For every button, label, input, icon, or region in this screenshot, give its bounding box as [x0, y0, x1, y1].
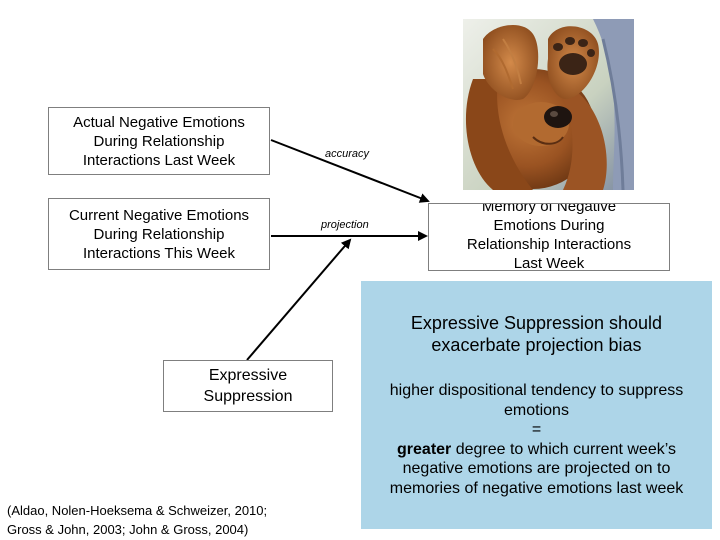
panel-title-line-2: exacerbate projection bias	[431, 335, 642, 355]
dog-photo-icon	[463, 19, 634, 190]
current-line-1: Current Negative Emotions	[68, 206, 250, 224]
panel-title-line-1: Expressive Suppression should	[410, 313, 663, 333]
panel-title: Expressive Suppression should exacerbate…	[361, 312, 712, 356]
panel-body-line-1: higher dispositional tendency to suppres…	[389, 382, 684, 399]
citation-line-1: (Aldao, Nolen-Hoeksema & Schweizer, 2010…	[7, 503, 268, 518]
projection-label: projection	[321, 219, 369, 231]
actual-line-2: During Relationship	[93, 132, 225, 150]
memory-line-1: Memory of Negative	[481, 203, 617, 215]
panel-body-line-4-rest: degree to which current week’s	[451, 440, 676, 458]
current-emotions-box: Current Negative Emotions During Relatio…	[48, 198, 270, 270]
panel-body-line-6: memories of negative emotions last week	[389, 479, 684, 497]
actual-line-1: Actual Negative Emotions	[73, 113, 245, 131]
current-line-2: During Relationship	[93, 225, 225, 243]
expressive-suppression-box: Expressive Suppression	[163, 360, 333, 412]
memory-line-4: Last Week	[513, 255, 585, 271]
panel-body-line-5: negative emotions are projected on to	[402, 460, 671, 477]
actual-emotions-box: Actual Negative Emotions During Relation…	[48, 107, 270, 175]
panel-body: higher dispositional tendency to suppres…	[361, 381, 712, 498]
suppression-arrow	[246, 238, 352, 361]
memory-line-2: Emotions During	[493, 217, 605, 234]
actual-line-3: Interactions Last Week	[82, 151, 236, 169]
suppression-line-1: Expressive	[208, 367, 288, 384]
citation-line-2: Gross & John, 2003; John & Gross, 2004)	[7, 522, 249, 537]
greater-emphasis: greater	[397, 440, 452, 458]
panel-body-line-2: emotions	[504, 401, 569, 419]
accuracy-arrow	[270, 139, 430, 203]
suppression-line-2: Suppression	[203, 388, 293, 405]
citation: (Aldao, Nolen-Hoeksema & Schweizer, 2010…	[7, 501, 267, 539]
accuracy-label: accuracy	[325, 148, 370, 160]
info-panel: Expressive Suppression should exacerbate…	[361, 281, 712, 529]
panel-body-line-3: =	[531, 421, 542, 438]
current-line-3: Interactions This Week	[82, 244, 235, 262]
panel-body-line-4: greater degree to which current week’s	[361, 440, 712, 460]
memory-emotions-box: Memory of Negative Emotions During Relat…	[428, 203, 670, 271]
dog-covering-eyes-photo	[463, 19, 634, 190]
memory-line-3: Relationship Interactions	[466, 236, 632, 253]
